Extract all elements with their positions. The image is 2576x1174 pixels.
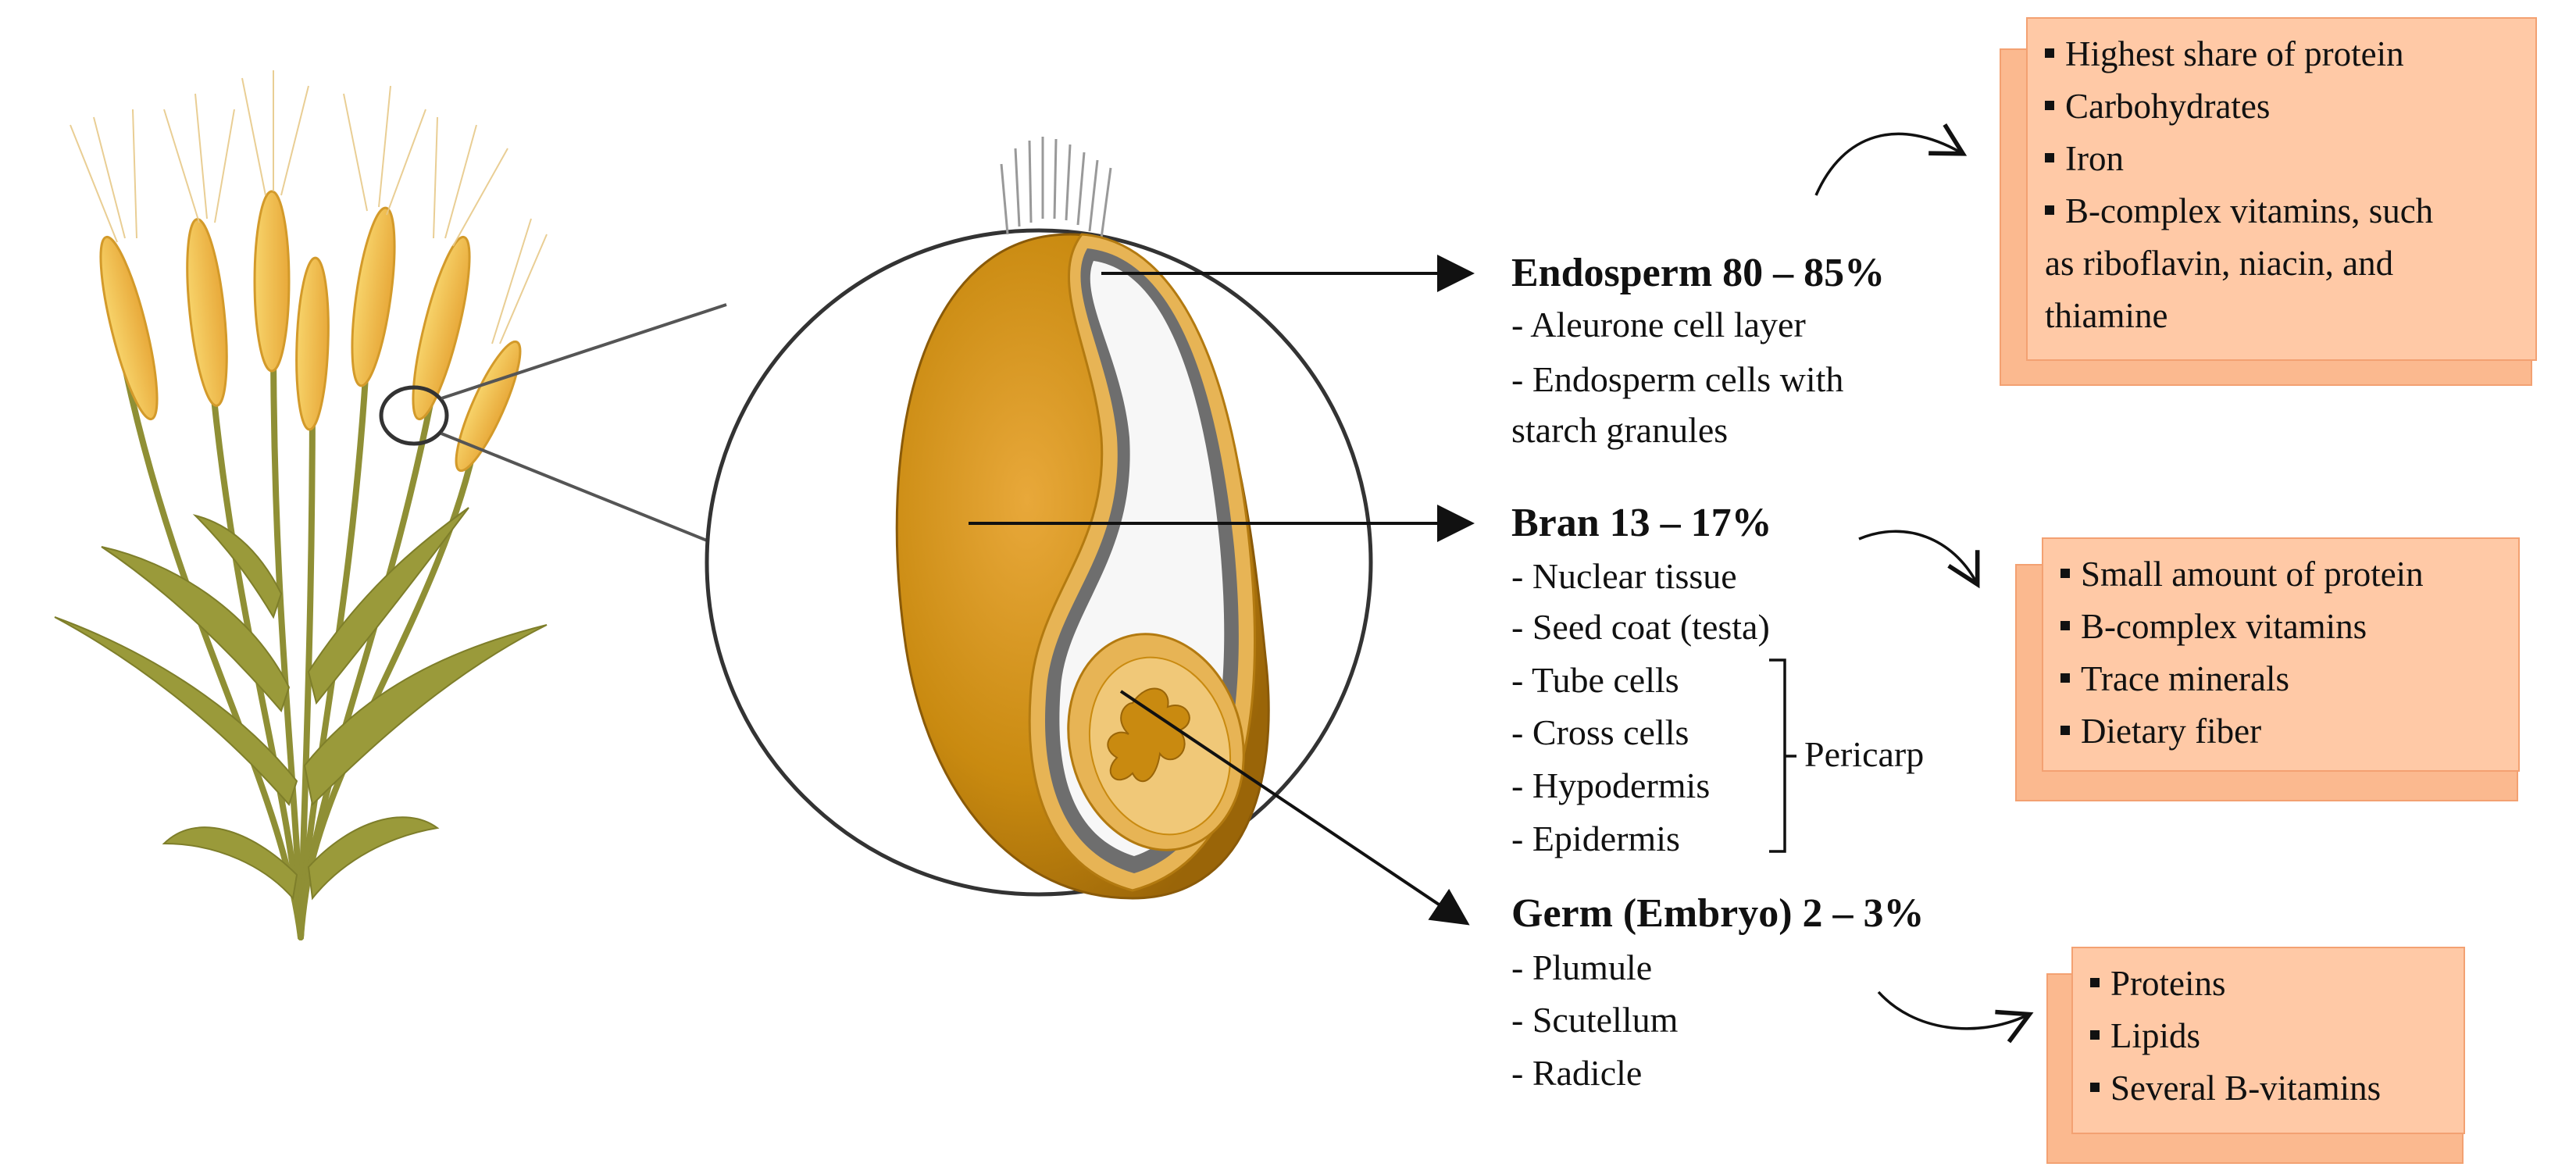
- endosperm-nutrient-3: Iron: [2045, 133, 2521, 185]
- bran-nutrient-4: Dietary fiber: [2060, 705, 2504, 758]
- germ-curved-arrow: [1877, 990, 2034, 1044]
- zoom-line-top: [441, 303, 727, 400]
- germ-nutrient-3: Several B-vitamins: [2090, 1062, 2449, 1115]
- endosperm-item-1: - Aleurone cell layer: [1511, 305, 1806, 344]
- bran-item-3: - Tube cells: [1511, 660, 1679, 700]
- endosperm-curved-arrow: [1814, 123, 1968, 196]
- wheat-kernel-icon: [895, 137, 1270, 900]
- bran-item-2: - Seed coat (testa): [1511, 607, 1770, 647]
- wheat-plant-icon: [54, 70, 548, 940]
- bran-item-6: - Epidermis: [1511, 819, 1680, 858]
- germ-nutrients-box: Proteins Lipids Several B-vitamins: [2046, 947, 2468, 1165]
- bran-item-4: - Cross cells: [1511, 712, 1689, 752]
- endosperm-item-3: starch granules: [1511, 410, 1729, 450]
- pericarp-label: Pericarp: [1804, 734, 1925, 774]
- germ-pointer-arrow: [1119, 690, 1470, 926]
- germ-nutrient-1: Proteins: [2090, 958, 2449, 1010]
- bran-item-5: - Hypodermis: [1511, 765, 1711, 805]
- germ-nutrient-2: Lipids: [2090, 1010, 2449, 1062]
- bran-item-1: - Nuclear tissue: [1511, 556, 1737, 596]
- bran-heading: Bran 13 – 17%: [1511, 501, 1772, 545]
- zoom-spot: [379, 385, 449, 446]
- endosperm-nutrient-2: Carbohydrates: [2045, 80, 2521, 133]
- endosperm-nutrient-4: B-complex vitamins, such: [2045, 185, 2521, 237]
- germ-item-2: - Scutellum: [1511, 1000, 1679, 1040]
- endosperm-nutrients-box: Highest share of protein Carbohydrates I…: [2000, 17, 2539, 386]
- pericarp-bracket: [1769, 658, 1786, 853]
- endosperm-nutrient-4-cont-2: thiamine: [2045, 296, 2168, 335]
- bran-nutrient-1: Small amount of protein: [2060, 548, 2504, 601]
- germ-item-3: - Radicle: [1511, 1053, 1643, 1093]
- bran-nutrient-2: B-complex vitamins: [2060, 601, 2504, 653]
- endosperm-heading: Endosperm 80 – 85%: [1511, 251, 1886, 295]
- bran-curved-arrow: [1858, 530, 1980, 589]
- germ-item-1: - Plumule: [1511, 947, 1653, 987]
- endosperm-item-2: - Endosperm cells with: [1511, 359, 1844, 399]
- germ-heading: Germ (Embryo) 2 – 3%: [1511, 891, 1925, 936]
- endosperm-nutrient-1: Highest share of protein: [2045, 28, 2521, 80]
- zoom-line-bottom: [441, 432, 723, 548]
- bran-nutrients-box: Small amount of protein B-complex vitami…: [2015, 537, 2523, 803]
- bran-nutrient-3: Trace minerals: [2060, 653, 2504, 705]
- endosperm-nutrient-4-cont-1: as riboflavin, niacin, and: [2045, 244, 2394, 283]
